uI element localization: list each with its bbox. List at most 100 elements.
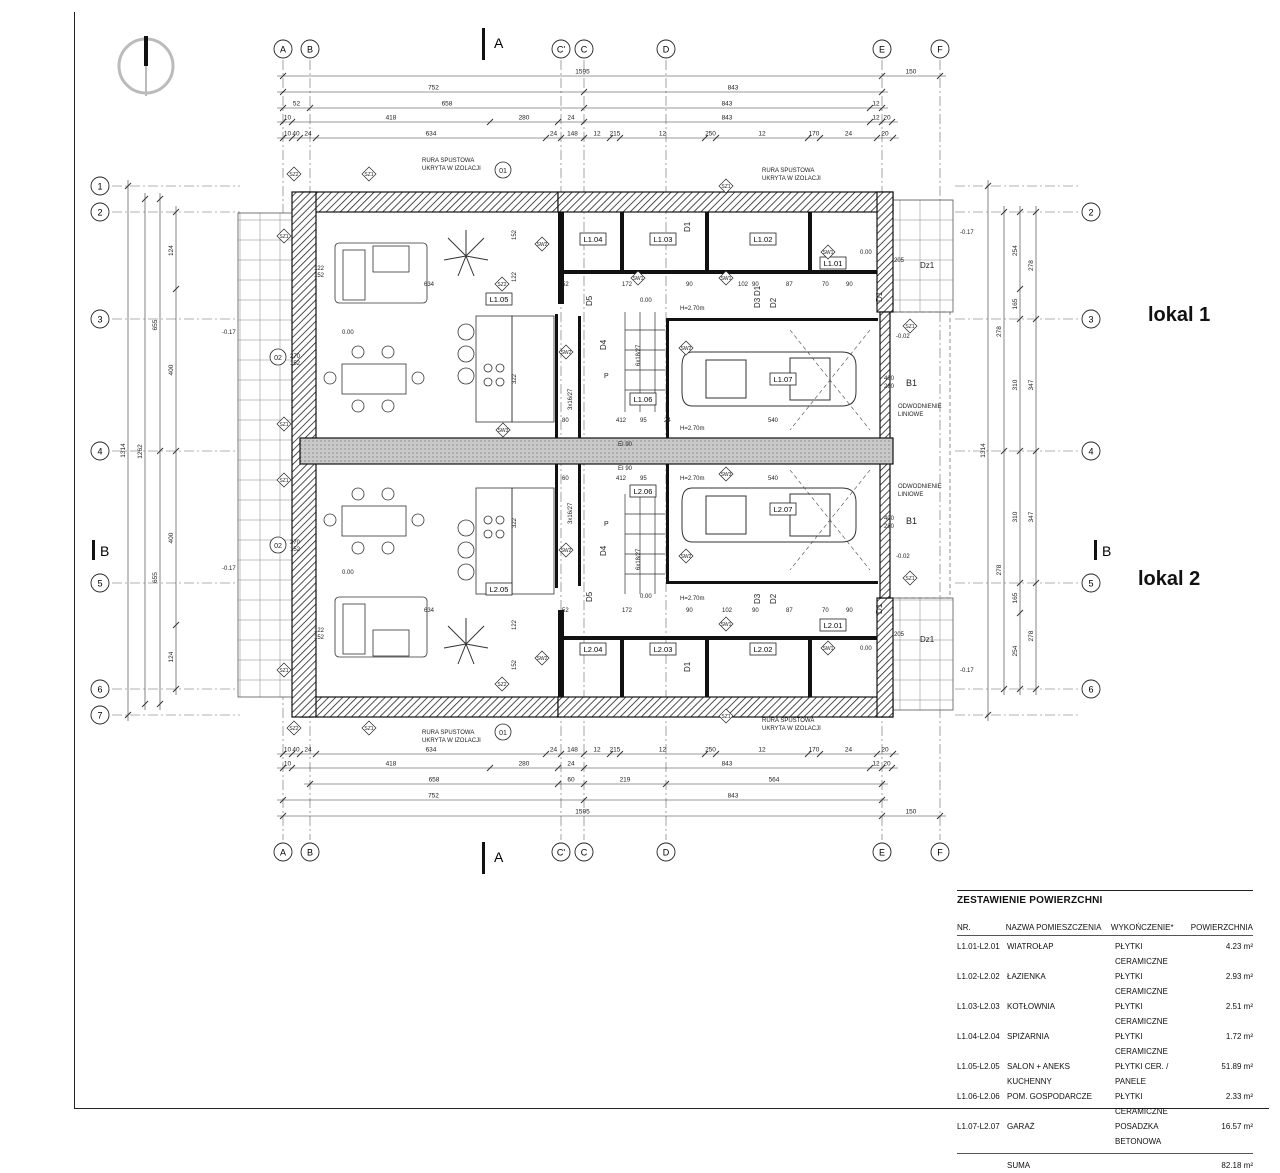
note-rura: RURA SPUSTOWA	[422, 158, 474, 164]
grid-bubble-row	[90, 679, 110, 699]
dim-text: 148	[567, 747, 578, 754]
dim-tick	[554, 764, 562, 772]
finish-tag-label: SW1	[823, 250, 834, 256]
dim-text: 150	[906, 69, 917, 76]
dim-tick	[816, 750, 824, 758]
room-tag-label: L1.06	[634, 395, 653, 404]
room-tag-box	[629, 484, 657, 498]
entrance-tiles-top	[892, 199, 954, 313]
dim-tick	[873, 134, 881, 142]
room-dim: 102	[738, 282, 749, 288]
dim-tick	[889, 750, 897, 758]
grid-bubble-col	[574, 39, 594, 59]
room-dim: 70	[822, 282, 829, 288]
dim-tick	[1016, 579, 1024, 587]
cell-nr: L1.04-L2.04	[957, 1032, 1000, 1041]
room-dim: 122	[512, 619, 518, 630]
room-dim: 270	[290, 354, 301, 360]
grid-label-col: A	[280, 848, 286, 858]
car-icon	[681, 351, 857, 543]
dim-tick	[554, 780, 562, 788]
note-ukryta: UKRYTA W IZOLACJI	[762, 726, 821, 732]
cell-nr: L1.02-L2.02	[957, 972, 1000, 981]
room-dim: 95	[640, 476, 647, 482]
finish-tag-diamond	[276, 662, 292, 678]
dim-text: 148	[567, 131, 578, 138]
finish-tag-label: SZ1	[364, 172, 373, 178]
room-dim: 102	[722, 608, 733, 614]
dim-tick	[279, 750, 287, 758]
dim-text: 12	[872, 115, 880, 122]
room-dim: 6x18/27	[636, 344, 642, 366]
level-tag: 0.00	[640, 298, 652, 304]
grid-label-col: E	[879, 848, 885, 858]
grid-bubble-col	[930, 842, 950, 862]
finish-tag-diamond	[494, 676, 510, 692]
dim-tick	[279, 764, 287, 772]
dim-tick	[557, 750, 565, 758]
level-tag: -0.17	[960, 668, 974, 674]
finish-tag-label: SZ1	[721, 714, 730, 720]
room-dim: EI 90	[618, 466, 633, 472]
cell-area: 2.33 m²	[1225, 1092, 1253, 1101]
room-dim: 152	[290, 547, 301, 553]
dim-text: 24	[304, 747, 312, 754]
header-name: NAZWA POMIESZCZENIA	[1005, 923, 1102, 932]
dim-text: 24	[567, 761, 575, 768]
grid-bubble-row	[1081, 573, 1101, 593]
dim-text: 278	[996, 564, 1003, 575]
grid-bubble-row	[90, 176, 110, 196]
kitchen-units	[457, 315, 555, 595]
finish-tag-diamond	[534, 236, 550, 252]
window-tag-o1: 01	[499, 730, 507, 737]
grid-bubble-row	[90, 441, 110, 461]
room-tag-label: L1.02	[754, 235, 773, 244]
room-tag-label: L2.04	[584, 645, 603, 654]
room-tag-box	[485, 292, 513, 306]
dim-tick	[984, 182, 992, 190]
dim-text: 655	[152, 572, 159, 583]
dim-tick	[279, 104, 287, 112]
finish-tag-diamond	[534, 650, 550, 666]
room-dim: 90	[846, 282, 853, 288]
grid-label-row: 6	[1088, 685, 1093, 695]
finish-tag-label: SZ2	[289, 172, 298, 178]
dim-tick	[580, 118, 588, 126]
grid-bubble-col	[551, 842, 571, 862]
finish-tag-label: SW2	[681, 554, 692, 560]
room-dim: 90	[686, 608, 693, 614]
dim-tick	[172, 447, 180, 455]
section-marker-b	[92, 540, 95, 560]
note-rura: RURA SPUSTOWA	[762, 168, 814, 174]
dim-tick	[701, 750, 709, 758]
note-b1: B1	[906, 378, 917, 388]
section-label-b: B	[100, 543, 109, 559]
dim-text: 10	[284, 131, 292, 138]
finish-tag-diamond	[718, 178, 734, 194]
grid-label-col: F	[937, 45, 943, 55]
window-tag-o2: 02	[274, 355, 282, 362]
dim-text: 24	[304, 131, 312, 138]
grid-bubble-col	[551, 39, 571, 59]
door-tag: D1	[683, 221, 692, 232]
finish-tag-diamond	[558, 542, 574, 558]
grid-label-col: F	[937, 848, 943, 858]
note-ukryta: UKRYTA W IZOLACJI	[422, 738, 481, 744]
finish-tag-label: SZ2	[497, 282, 506, 288]
dim-text: 655	[152, 319, 159, 330]
grid-bubble-col	[300, 39, 320, 59]
room-dim: 122	[314, 628, 325, 634]
pump-tag: P	[604, 521, 609, 528]
dim-text: 564	[769, 777, 780, 784]
finish-tag-label: SZ1	[905, 576, 914, 582]
dim-text: 40	[292, 131, 300, 138]
dim-text: 347	[1028, 379, 1035, 390]
finish-tag-diamond	[718, 270, 734, 286]
grid-bubble-col	[656, 39, 676, 59]
dim-tick	[557, 134, 565, 142]
door-tag: D1	[753, 285, 762, 296]
finish-tag-diamond	[902, 570, 918, 586]
